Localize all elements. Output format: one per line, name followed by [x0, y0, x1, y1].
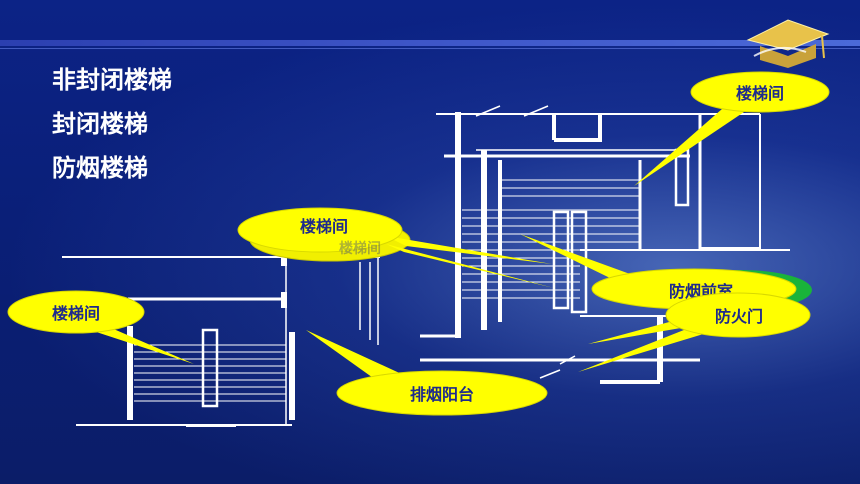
callout-label: 防火门 [714, 307, 763, 326]
header-divider [0, 48, 860, 49]
callout-label: 楼梯间 [735, 84, 784, 103]
left-stair-plan [62, 252, 380, 427]
callout-stair-left: 楼梯间 [6, 290, 194, 364]
callout-bubble [634, 71, 830, 186]
callout-fire-door: 防火门 [578, 292, 814, 372]
callout-label: 楼梯间 [51, 304, 100, 323]
callout-bubble [237, 207, 554, 288]
graduation-cap-logo-icon [746, 19, 830, 68]
header-bar [0, 40, 860, 46]
callout-label-shadow: 楼梯间 [339, 241, 381, 257]
title-enclosed-stair: 封闭楼梯 [52, 110, 148, 138]
callout-label: 排烟阳台 [409, 385, 474, 404]
title-non-enclosed-stair: 非封闭楼梯 [52, 66, 172, 94]
right-stair-plan [420, 105, 790, 384]
callout-smoke-balcony: 排烟阳台 [306, 330, 548, 416]
stair-type-list: 非封闭楼梯 封闭楼梯 防烟楼梯 [52, 58, 172, 190]
callout-bubble [306, 330, 548, 416]
callout-bubble [7, 290, 194, 364]
callout-stair-right: 楼梯间 [634, 71, 830, 186]
callout-stair-middle: 楼梯间 楼梯间 [236, 206, 554, 288]
callout-bubble [578, 292, 811, 372]
title-smokeproof-stair: 防烟楼梯 [52, 154, 148, 182]
callout-label: 楼梯间 [299, 217, 348, 236]
